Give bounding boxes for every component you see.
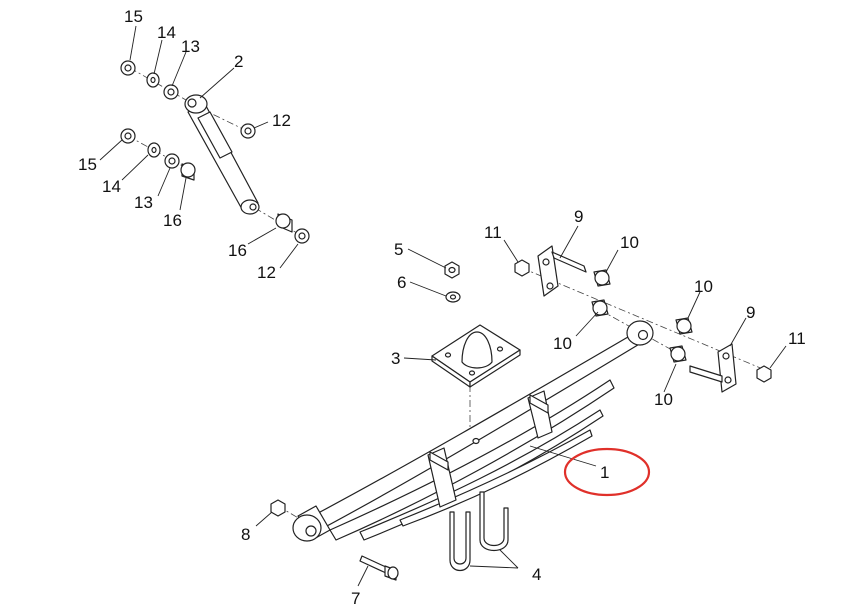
bushing-10-a	[593, 269, 611, 287]
callout-11-right: 11	[788, 329, 806, 348]
callout-11-left: 11	[484, 223, 502, 242]
callout-15-bottom: 15	[78, 155, 97, 174]
callout-5: 5	[394, 240, 403, 259]
nut-12-lower	[294, 228, 310, 244]
shackle-lower	[689, 343, 737, 393]
u-bolt-rear	[479, 491, 509, 552]
center-bolt-hole	[472, 437, 480, 445]
bushing-16-upper	[180, 162, 196, 181]
rebound-clip-rear	[527, 390, 553, 439]
callout-9-top: 9	[574, 207, 583, 226]
bushing-10-c	[675, 317, 693, 335]
callout-13-top: 13	[181, 37, 200, 56]
callout-10-mid-left: 10	[553, 334, 572, 353]
axis-line	[254, 207, 303, 237]
bushing-10-d	[669, 345, 687, 363]
nut-8	[270, 499, 286, 517]
shock-absorber	[184, 94, 260, 215]
highlight-ellipse	[563, 447, 651, 497]
bolt-7	[359, 555, 399, 581]
callout-16-bottom: 16	[228, 241, 247, 260]
leaf-spring	[292, 320, 654, 542]
washer-upper	[146, 72, 160, 88]
washer-6	[445, 291, 461, 303]
callout-8: 8	[241, 525, 250, 544]
leaf-spring-assembly	[270, 245, 772, 581]
callout-16-top: 16	[163, 211, 182, 230]
rebound-clip-front	[427, 447, 457, 508]
spring-seat-plate	[431, 324, 521, 388]
spring-eye-front	[292, 505, 331, 542]
nut-lower	[120, 128, 136, 144]
callout-14-bottom: 14	[102, 177, 121, 196]
callout-4: 4	[532, 565, 541, 584]
shock-absorber-assembly	[120, 60, 310, 244]
callout-10-top: 10	[620, 233, 639, 252]
callout-10-bottom: 10	[654, 390, 673, 409]
callout-2: 2	[234, 52, 243, 71]
u-bolt-front	[449, 511, 471, 572]
bushing-16-lower	[275, 213, 293, 233]
washer-lower	[147, 142, 161, 158]
callout-10-mid-right: 10	[694, 277, 713, 296]
callout-9-right: 9	[746, 303, 755, 322]
nut-upper	[120, 60, 136, 76]
callout-6: 6	[397, 273, 406, 292]
spring-eye-rear	[626, 320, 654, 346]
axis-line	[199, 107, 246, 131]
callout-7: 7	[351, 589, 360, 608]
callout-12-top: 12	[272, 111, 291, 130]
nut-11-upper	[514, 259, 530, 277]
callout-15-top: 15	[124, 7, 143, 26]
nut-5	[444, 261, 460, 279]
callout-labels: 15 14 13 2 12 15 14 13 16 16 12 5 6 3 11…	[78, 7, 806, 608]
nut-11-lower	[756, 365, 772, 383]
nut-12-upper	[240, 123, 256, 139]
bushing-10-b	[591, 299, 609, 317]
shackle-upper	[537, 245, 587, 297]
bushing-washer-lower	[164, 153, 180, 169]
callout-12-bottom: 12	[257, 263, 276, 282]
callout-13-bottom: 13	[134, 193, 153, 212]
bushing-washer-upper	[163, 84, 179, 100]
leader-lines	[99, 25, 787, 587]
callout-3: 3	[391, 349, 400, 368]
callout-1: 1	[600, 463, 609, 482]
callout-14-top: 14	[157, 23, 176, 42]
